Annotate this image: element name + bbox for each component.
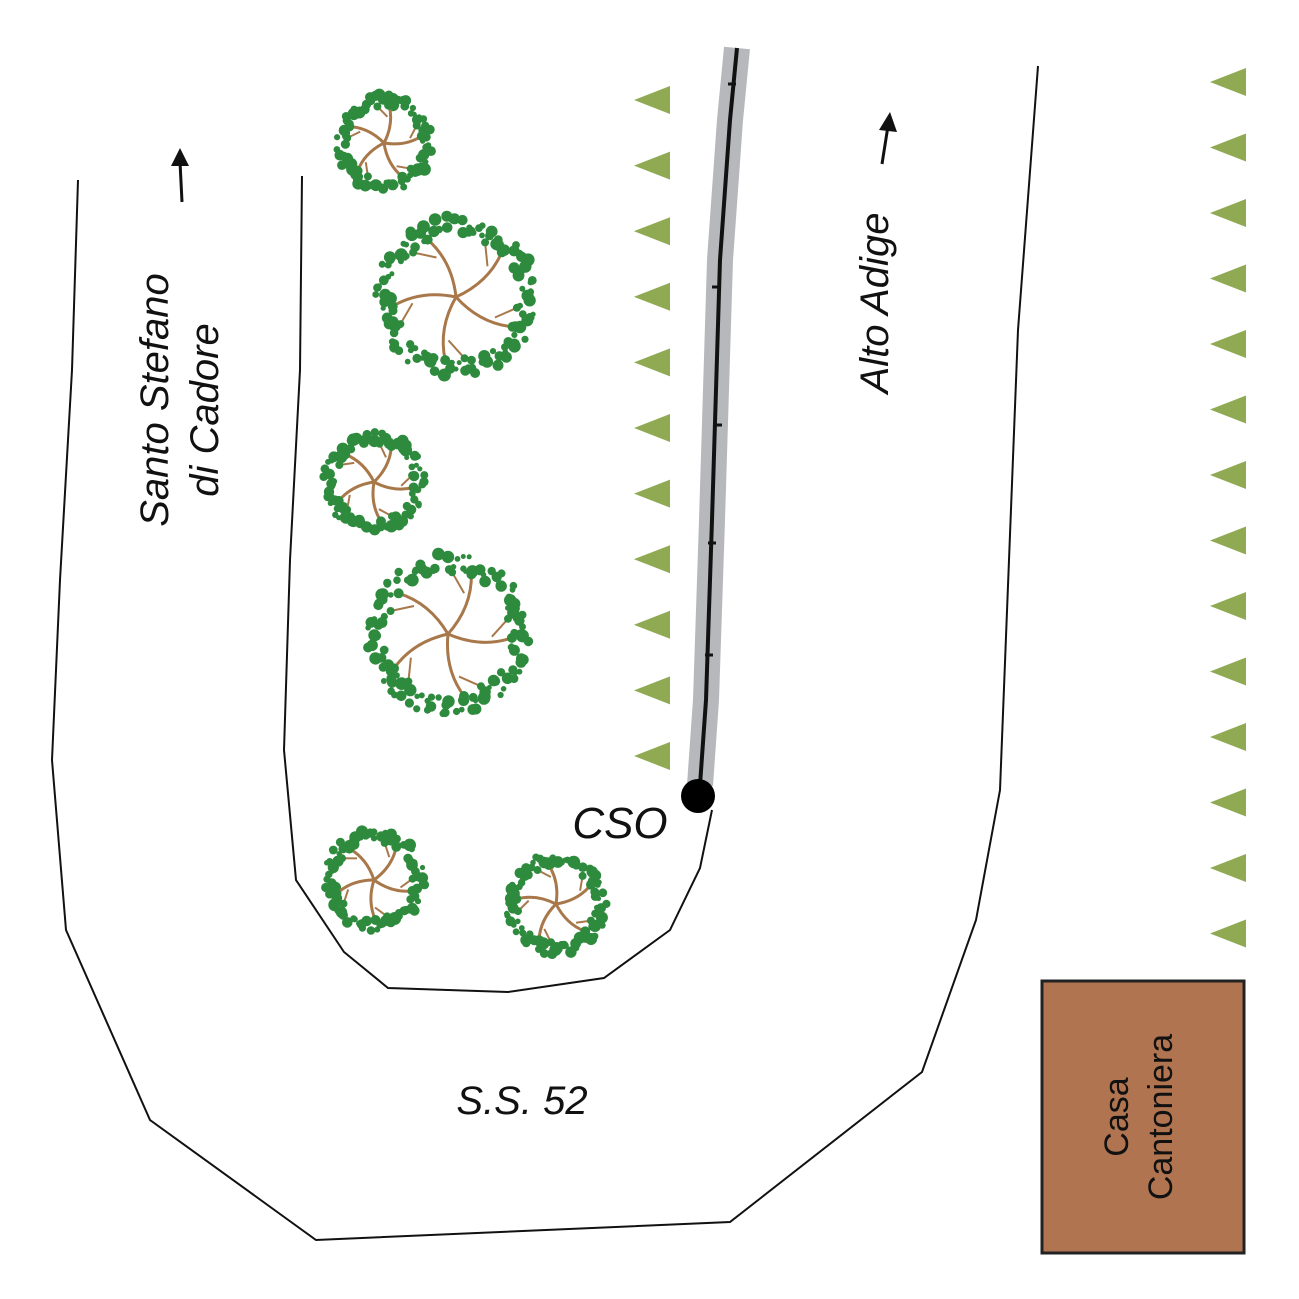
left-road-label: Santo Stefano [133, 273, 177, 527]
arrow-up-icon [171, 148, 189, 203]
slope-markers-left [634, 86, 670, 770]
house-building [1040, 979, 1246, 1255]
slope-triangle-icon [1210, 919, 1246, 948]
house-label-line1: Casa [1098, 1077, 1136, 1156]
slope-triangle-icon [1210, 264, 1246, 293]
slope-triangle-icon [634, 348, 670, 377]
arrow-up-icon [879, 112, 897, 165]
road-outer-edge [50, 65, 1039, 1242]
slope-triangle-icon [1210, 461, 1246, 489]
slope-triangle-icon [634, 282, 670, 311]
slope-triangle-icon [1210, 854, 1246, 882]
left-road-label-line2: di Cadore [183, 323, 227, 496]
cable-line [698, 47, 739, 786]
tree-icon [319, 428, 429, 536]
house-label-line2: Cantoniera [1142, 1034, 1180, 1200]
slope-triangle-icon [1210, 526, 1246, 555]
slope-triangle-icon [1210, 788, 1246, 817]
slope-triangle-icon [634, 217, 670, 246]
cable-ticks [705, 82, 736, 657]
tree-icon [321, 825, 430, 935]
slope-triangle-icon [634, 151, 670, 180]
slope-markers-right [1210, 68, 1246, 948]
tree-icon [363, 547, 534, 718]
station-label: CSO [572, 799, 667, 848]
slope-triangle-icon [634, 610, 670, 639]
station-dot-icon [681, 779, 715, 813]
road-number-label: S.S. 52 [456, 1079, 587, 1123]
slope-triangle-icon [1210, 68, 1246, 96]
slope-triangle-icon [1210, 133, 1246, 162]
slope-triangle-icon [634, 545, 670, 574]
slope-triangle-icon [634, 479, 670, 508]
slope-triangle-icon [634, 86, 670, 114]
tree-icon [372, 210, 537, 382]
slope-triangle-icon [1210, 723, 1246, 751]
trees [319, 88, 611, 960]
tree-icon [504, 853, 611, 960]
slope-triangle-icon [1210, 395, 1246, 424]
slope-triangle-icon [634, 414, 670, 442]
slope-triangle-icon [1210, 592, 1246, 620]
right-road-label: Alto Adige [853, 213, 897, 396]
slope-triangle-icon [634, 676, 670, 705]
slope-triangle-icon [634, 742, 670, 770]
slope-triangle-icon [1210, 330, 1246, 358]
slope-triangle-icon [1210, 657, 1246, 686]
tree-icon [333, 88, 436, 194]
slope-triangle-icon [1210, 199, 1246, 227]
road-inner-edge [282, 175, 713, 994]
